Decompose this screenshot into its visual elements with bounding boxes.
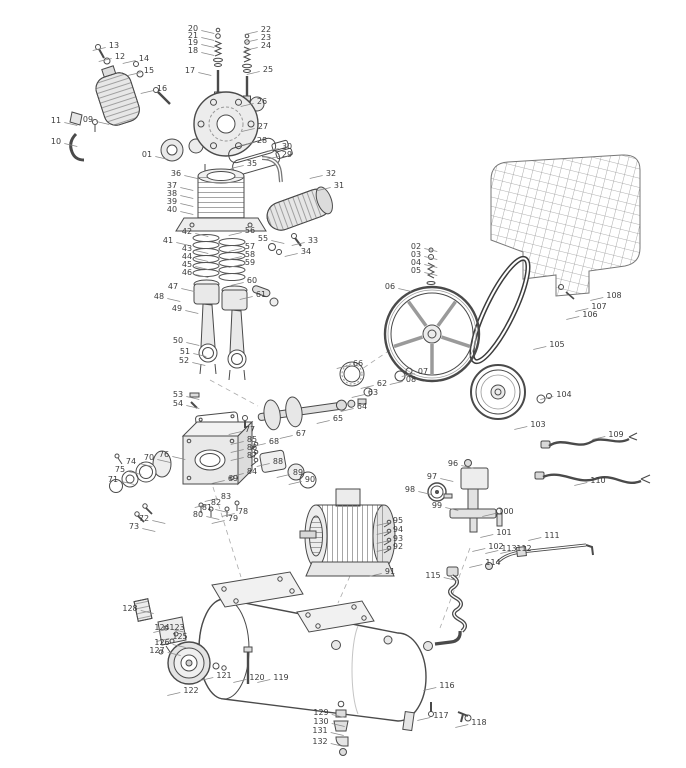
flywheel xyxy=(383,285,481,383)
cylinder-block xyxy=(175,164,267,232)
wheel-assembly xyxy=(167,641,253,685)
v-belt xyxy=(469,255,531,365)
power-cables xyxy=(534,432,651,484)
pistons xyxy=(193,243,282,311)
belt-guard xyxy=(490,154,641,300)
electric-motor xyxy=(299,488,396,577)
bearing-covers xyxy=(109,450,172,523)
tank xyxy=(198,571,427,732)
foot-brackets xyxy=(133,598,187,655)
air-filter xyxy=(69,44,171,162)
flex-hose xyxy=(423,566,467,651)
drain-fittings xyxy=(333,700,472,756)
pressure-switch xyxy=(427,459,503,533)
flywheel-bolt-set xyxy=(426,247,436,285)
piston-rings xyxy=(192,234,246,281)
crankshaft xyxy=(257,361,413,431)
connecting-rods xyxy=(198,303,247,381)
discharge-pipe xyxy=(485,543,594,570)
pulley xyxy=(470,364,552,420)
crank-key-bolt xyxy=(189,392,200,409)
cylinder-head xyxy=(160,91,265,162)
crankcase xyxy=(181,415,317,517)
aftercooler xyxy=(266,186,333,247)
valve-bolt-stack-left xyxy=(213,27,223,98)
valve-bolt-stack-right xyxy=(242,33,252,102)
leader-lines xyxy=(64,30,606,747)
